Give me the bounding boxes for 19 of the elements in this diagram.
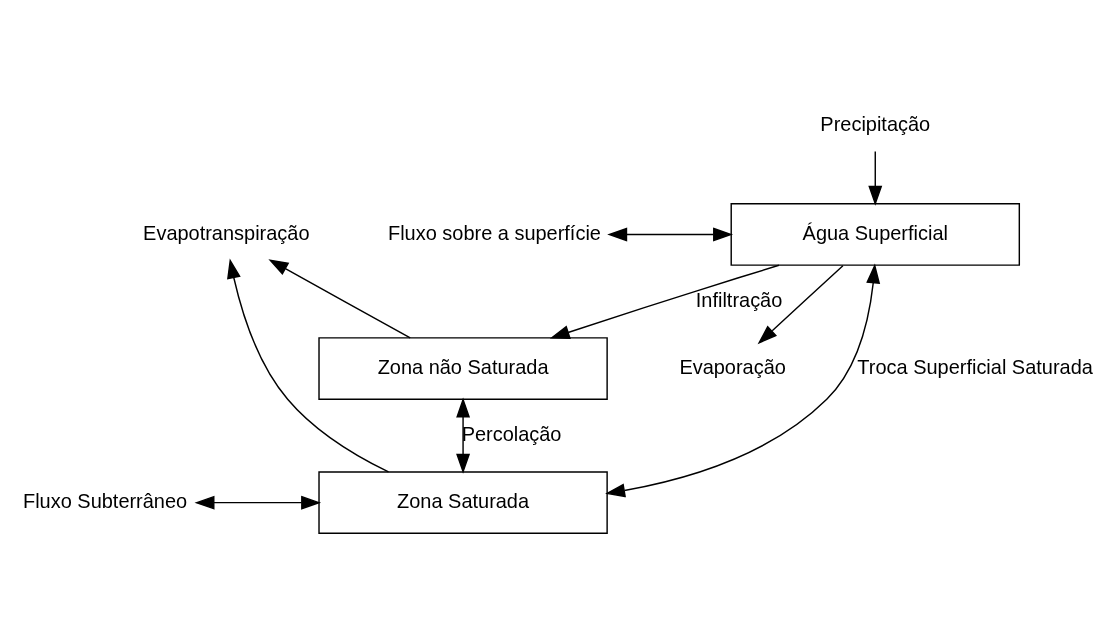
edge-label: Troca Superficial Saturada	[857, 355, 1093, 378]
edge-label: Infiltração	[695, 288, 783, 311]
arrow	[549, 264, 780, 339]
node-text: Evaporação	[679, 355, 786, 378]
arrow	[456, 397, 471, 474]
node-text: Evapotranspiração	[143, 221, 310, 244]
node-box: Água Superficial	[730, 202, 1021, 266]
arrow	[605, 262, 881, 497]
node-text: Fluxo sobre a superfície	[387, 221, 601, 244]
arrow	[268, 258, 411, 339]
node-box: Zona não Saturada	[318, 336, 608, 400]
arrow	[757, 264, 844, 344]
arrow	[607, 227, 734, 241]
node-text: Precipitação	[820, 112, 931, 135]
node-box: Zona Saturada	[318, 470, 608, 534]
arrow	[227, 258, 390, 473]
arrow	[194, 495, 322, 510]
node-text: Fluxo Subterrâneo	[23, 489, 188, 512]
arrow	[868, 150, 883, 206]
